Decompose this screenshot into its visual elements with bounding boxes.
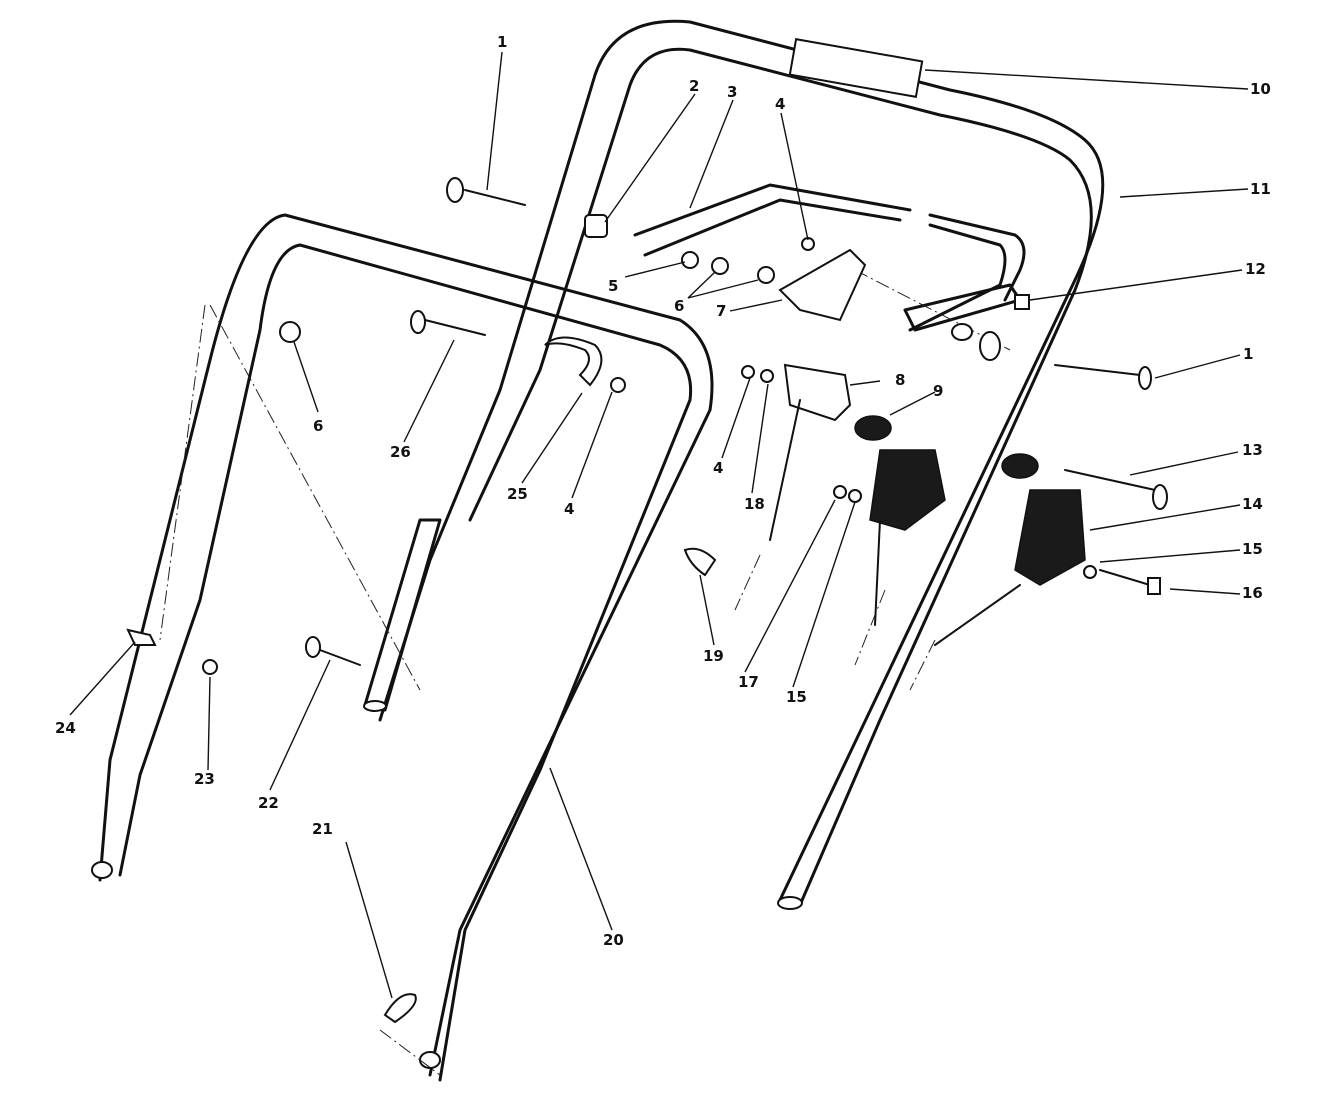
part-label-1: 1 [497,33,508,51]
part-label-4: 4 [564,500,575,518]
part-label-26: 26 [390,443,411,461]
part-label-11: 11 [1250,180,1271,198]
part-label-15: 15 [786,688,807,706]
part-label-22: 22 [258,794,279,812]
part-label-9: 9 [933,382,944,400]
part-label-4: 4 [775,95,786,113]
part-label-13: 13 [1242,441,1263,459]
part-label-21: 21 [312,820,333,838]
part-label-6: 6 [674,297,685,315]
part-label-2: 2 [689,77,700,95]
leader-lines [69,51,1249,999]
center-lines [159,269,1011,1076]
part-label-18: 18 [744,495,765,513]
part-label-17: 17 [738,673,759,691]
part-label-20: 20 [603,931,624,949]
part-label-24: 24 [55,719,76,737]
part-label-15: 15 [1242,540,1263,558]
part-label-23: 23 [194,770,215,788]
part-label-7: 7 [716,302,727,320]
part-label-25: 25 [507,485,528,503]
upper-handle [378,19,1105,910]
part-label-4: 4 [713,459,724,477]
part-label-5: 5 [608,277,619,295]
part-label-6: 6 [313,417,324,435]
part-label-3: 3 [727,83,738,101]
hardware [126,177,1168,1024]
part-label-14: 14 [1242,495,1263,513]
lower-handle [91,213,714,1082]
part-label-8: 8 [895,371,906,389]
part-label-1: 1 [1243,345,1254,363]
part-label-12: 12 [1245,260,1266,278]
part-label-19: 19 [703,647,724,665]
part-label-10: 10 [1250,80,1271,98]
part-label-16: 16 [1242,584,1263,602]
